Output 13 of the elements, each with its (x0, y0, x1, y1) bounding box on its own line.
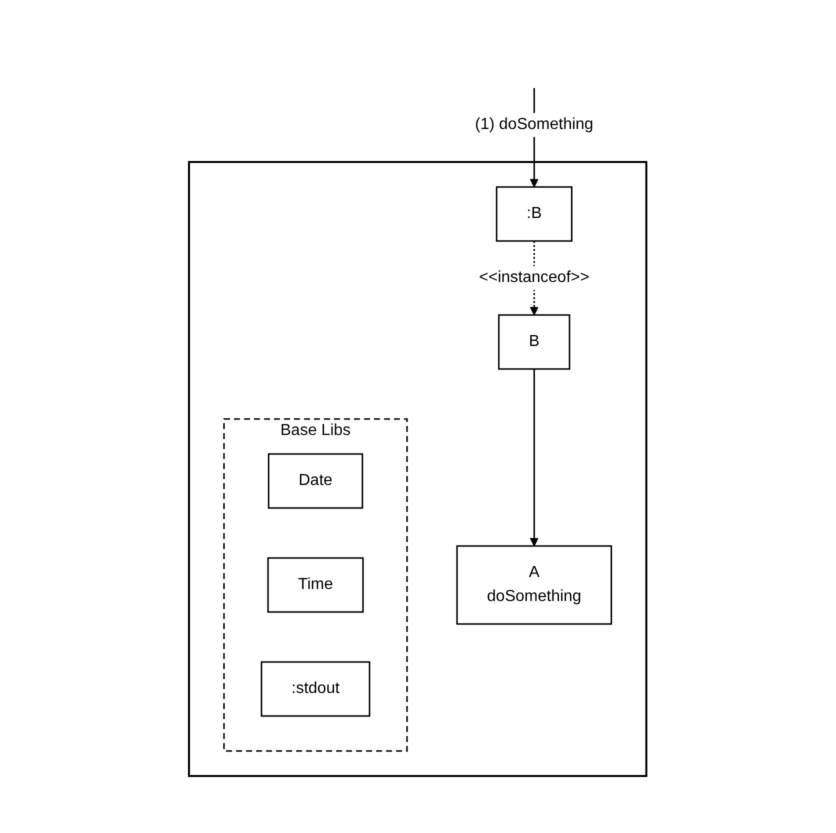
cluster (188, 160, 648, 776)
method-name: doSomething (487, 586, 582, 606)
cluster (224, 418, 408, 752)
node-box (456, 544, 612, 624)
arrow (530, 368, 539, 546)
edge-label: <<instanceof>> (479, 268, 590, 286)
node-box (268, 556, 364, 612)
class-name: A (528, 562, 541, 582)
node-box (496, 186, 573, 242)
node-box (268, 452, 364, 508)
node-box (498, 314, 571, 370)
edge-label: (1) doSomething (475, 116, 594, 132)
node-box (261, 660, 371, 716)
